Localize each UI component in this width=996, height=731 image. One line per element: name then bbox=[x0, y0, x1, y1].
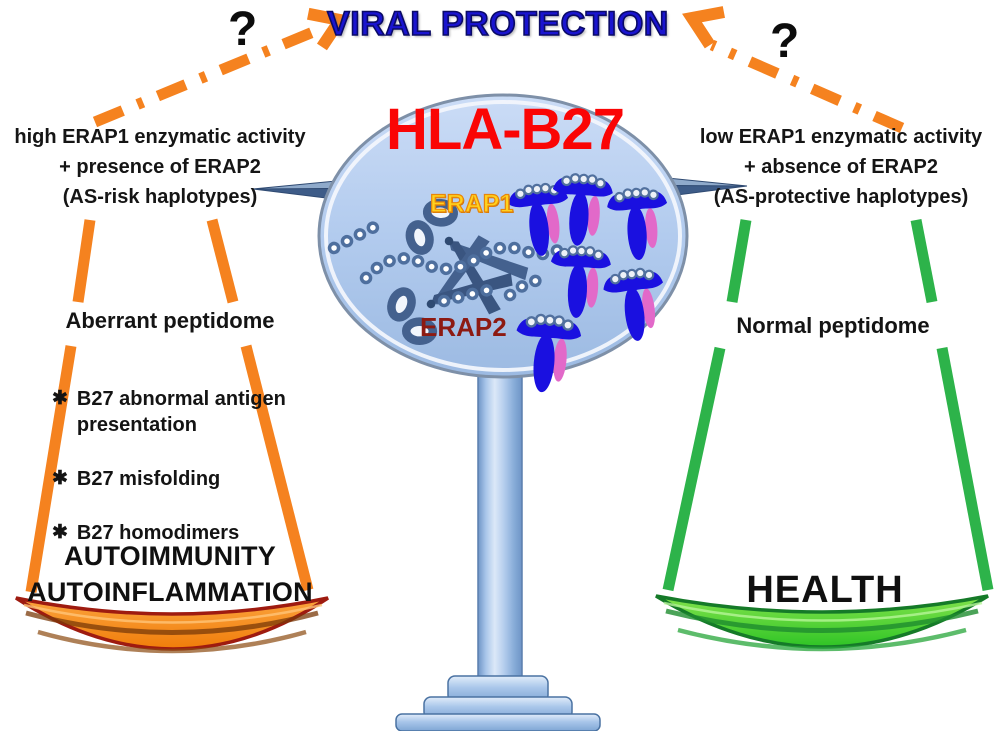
star-bullet-icon: ✱ bbox=[52, 468, 68, 489]
right-question-mark: ? bbox=[770, 15, 800, 68]
viral-protection-title: VIRAL PROTECTION bbox=[326, 4, 669, 44]
right-condition-line1: low ERAP1 enzymatic activity bbox=[699, 126, 983, 148]
star-bullet-icon: ✱ bbox=[52, 388, 68, 409]
left-condition-line1: high ERAP1 enzymatic activity bbox=[14, 126, 306, 148]
bullet-label: B27 misfolding bbox=[76, 468, 221, 490]
left-question-mark: ? bbox=[228, 3, 258, 56]
left-funnel-lines bbox=[25, 218, 314, 593]
left-condition-line2: + presence of ERAP2 bbox=[59, 156, 261, 178]
left-condition-text: high ERAP1 enzymatic activity + presence… bbox=[8, 122, 312, 212]
right-condition-line3: (AS-protective haplotypes) bbox=[713, 186, 969, 208]
bullet-label: B27 abnormal antigen presentation bbox=[76, 388, 286, 436]
erap1-label: ERAP1 bbox=[429, 189, 514, 218]
hla-b27-label: HLA-B27 bbox=[386, 97, 625, 162]
health-label: HEALTH bbox=[746, 569, 904, 611]
pedestal-column bbox=[395, 369, 601, 731]
right-condition-line2: + absence of ERAP2 bbox=[744, 156, 938, 178]
autoimmunity-label: AUTOIMMUNITY bbox=[64, 541, 276, 571]
b27-bullet-list: ✱ B27 abnormal antigen presentation ✱ B2… bbox=[52, 386, 286, 574]
autoinflammation-label: AUTOINFLAMMATION bbox=[27, 577, 313, 607]
bullet-item-misfolding: ✱ B27 misfolding bbox=[52, 466, 286, 492]
star-bullet-icon: ✱ bbox=[52, 522, 68, 543]
normal-peptidome-heading: Normal peptidome bbox=[736, 313, 930, 338]
right-dashed-arrow-icon bbox=[682, 6, 905, 134]
autoimmunity-basket-icon bbox=[15, 596, 329, 654]
bullet-item-antigen-presentation: ✱ B27 abnormal antigen presentation bbox=[52, 386, 286, 438]
peptide-chains bbox=[327, 218, 565, 308]
right-funnel-lines bbox=[662, 218, 994, 592]
left-dashed-arrow-icon bbox=[92, 7, 350, 128]
right-condition-text: low ERAP1 enzymatic activity + absence o… bbox=[688, 122, 994, 212]
bullet-item-homodimers: ✱ B27 homodimers bbox=[52, 520, 286, 546]
bullet-label: B27 homodimers bbox=[76, 522, 240, 544]
erap2-label: ERAP2 bbox=[420, 312, 507, 342]
left-condition-line3: (AS-risk haplotypes) bbox=[62, 186, 258, 208]
aberrant-peptidome-heading: Aberrant peptidome bbox=[65, 308, 275, 333]
health-basket-icon bbox=[655, 594, 989, 652]
